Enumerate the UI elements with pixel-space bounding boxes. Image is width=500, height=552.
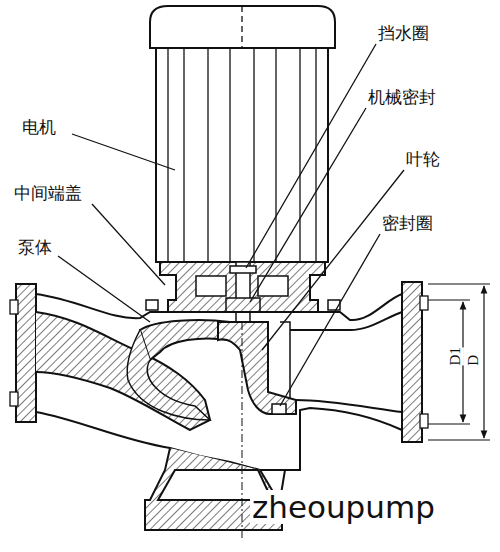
dimension-lines <box>428 284 490 440</box>
motor-fins <box>168 6 316 262</box>
part-label: 挡水圈 <box>378 24 429 43</box>
part-label: 叶轮 <box>406 150 440 169</box>
part-label: 电机 <box>22 118 56 137</box>
part-label: 泵体 <box>18 238 52 257</box>
motor-cap <box>150 6 335 48</box>
water-deflector <box>230 266 256 273</box>
dimension-label: D1 <box>447 347 464 365</box>
mechanical-seal <box>226 298 260 312</box>
pump-body <box>36 294 402 500</box>
watermark: zheoupump <box>250 490 437 524</box>
impeller <box>218 322 296 414</box>
part-label: 机械密封 <box>368 88 436 107</box>
seal-ring <box>272 404 286 414</box>
part-label: 中间端盖 <box>14 184 82 203</box>
leader-lines <box>58 44 404 406</box>
inlet-flange <box>16 284 36 422</box>
motor-body <box>156 48 328 262</box>
dimension-label: D <box>465 355 482 366</box>
outlet-flange <box>402 282 422 442</box>
part-label: 密封圈 <box>382 214 433 233</box>
